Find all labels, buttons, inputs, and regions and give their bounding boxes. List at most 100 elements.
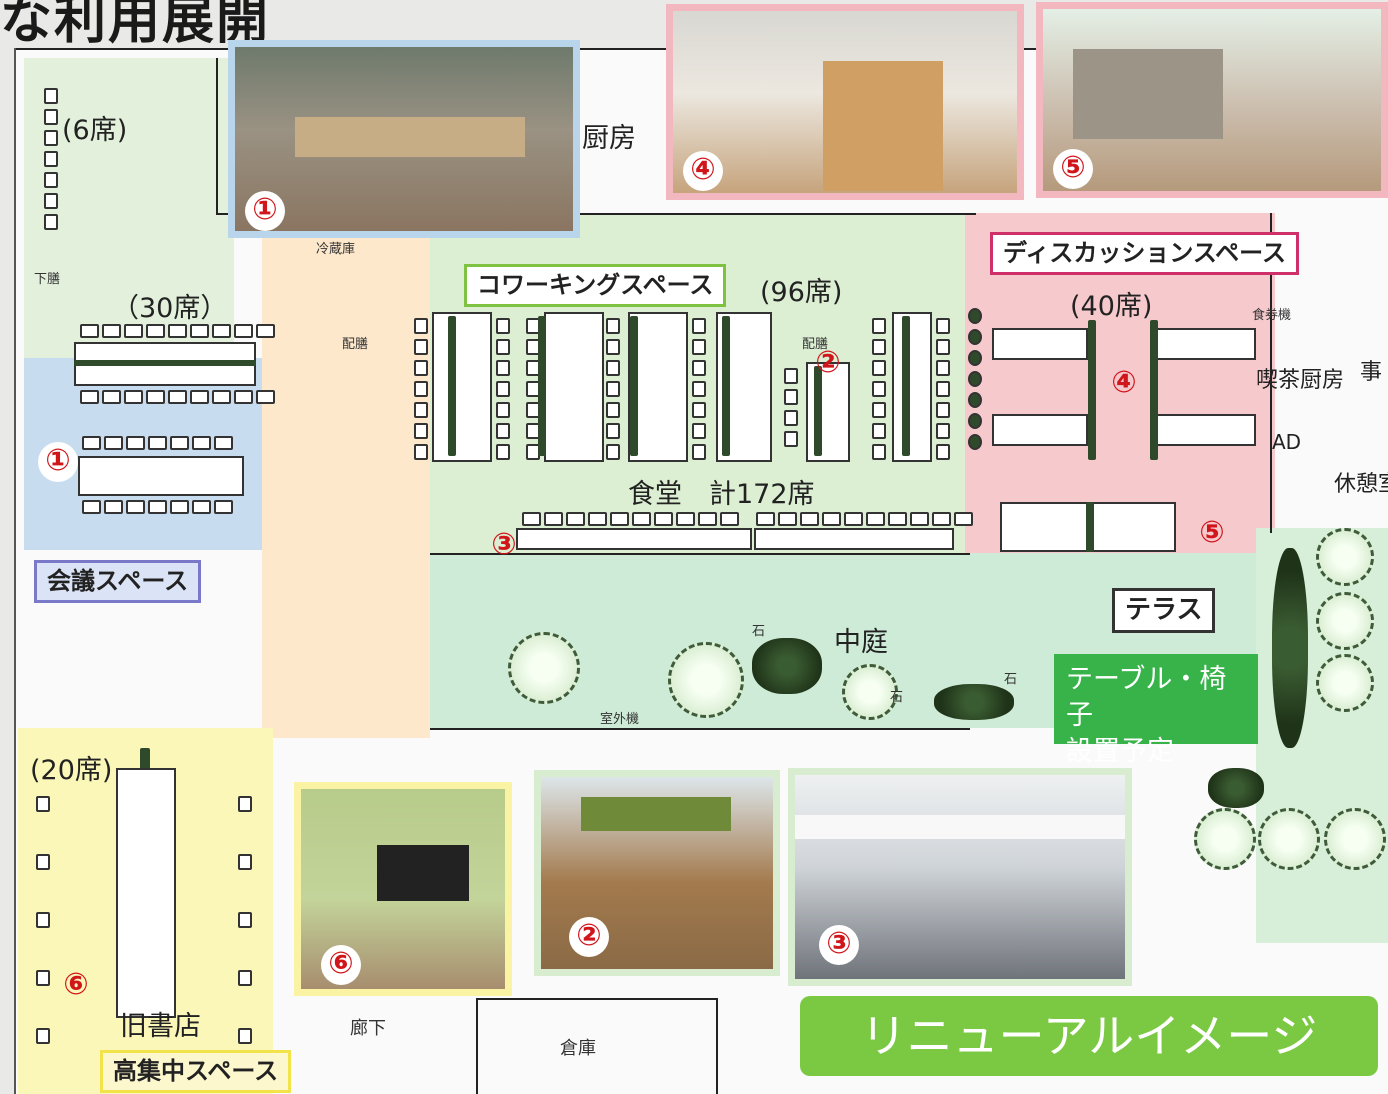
bush — [1272, 548, 1308, 748]
hedge — [1088, 320, 1096, 460]
tree — [1316, 592, 1374, 650]
stone-label: 石 — [752, 624, 766, 639]
seat-row — [80, 390, 275, 404]
wall — [476, 998, 478, 1094]
corridor-label: 廊下 — [350, 1018, 386, 1039]
counter-table — [516, 528, 752, 550]
tree — [1194, 808, 1256, 870]
counter-table — [754, 528, 954, 550]
photo-focus-booth: ⑥ — [294, 782, 512, 996]
marker-3: ③ — [819, 925, 859, 965]
marker-2: ② — [569, 917, 609, 957]
west-corridor-zone — [262, 223, 430, 738]
meeting-table — [78, 456, 244, 496]
seat-row — [82, 500, 233, 514]
seat-count-20: (20席) — [30, 755, 113, 786]
discussion-table — [992, 414, 1088, 446]
planter-column — [968, 308, 982, 450]
wall — [216, 58, 218, 213]
seat-column — [936, 318, 950, 460]
hedge — [814, 366, 822, 456]
tree — [1316, 528, 1374, 586]
space-label-meeting: 会議スペース — [34, 560, 202, 603]
stone-label: 石 — [890, 690, 904, 705]
desk-block — [432, 312, 492, 462]
photo-meeting: ① — [228, 40, 580, 238]
discussion-table — [1156, 414, 1256, 446]
booth-illustration — [1073, 49, 1223, 139]
seat-count-40: (40席) — [1070, 291, 1153, 322]
marker-5: ⑤ — [1199, 515, 1225, 550]
planter-illustration — [823, 61, 943, 191]
hedge — [722, 316, 730, 456]
cafe-kitchen-label: 喫茶厨房 — [1256, 368, 1345, 393]
planter-illustration — [581, 797, 731, 831]
seat-column — [36, 796, 50, 1044]
tree — [842, 664, 898, 720]
tree — [1324, 808, 1386, 870]
hedge — [630, 316, 638, 456]
wall — [476, 998, 716, 1000]
seat-column — [44, 88, 58, 230]
marker-4: ④ — [1111, 365, 1137, 400]
photo-booth: ⑤ — [1036, 2, 1388, 198]
renewal-image-label: リニューアルイメージ — [800, 996, 1378, 1076]
bush — [1208, 768, 1264, 808]
discussion-table — [1156, 328, 1256, 360]
food-ticket-label: 食券機 — [1252, 308, 1292, 323]
space-label-coworking: コワーキングスペース — [464, 264, 727, 307]
seat-count-6: (6席) — [62, 115, 128, 146]
seat-column — [414, 318, 428, 460]
seat-column — [692, 318, 706, 460]
space-label-focus: 高集中スペース — [100, 1050, 292, 1093]
focus-desk-column — [116, 768, 176, 1018]
table-illustration — [295, 117, 525, 157]
desk-block — [892, 312, 932, 462]
tree — [668, 642, 744, 718]
seat-column — [606, 318, 620, 460]
bush — [934, 684, 1014, 720]
discussion-table — [992, 328, 1088, 360]
seat-column — [872, 318, 886, 460]
hedge — [1086, 502, 1094, 552]
marker-6: ⑥ — [321, 945, 361, 985]
marker-4: ④ — [683, 151, 723, 191]
seat-count-30: （30席） — [112, 293, 228, 324]
space-label-discussion: ディスカッションスペース — [990, 232, 1299, 275]
hedge — [902, 316, 910, 456]
marker-1: ① — [38, 442, 78, 482]
terrace-note-line-1: テーブル・椅子 — [1066, 664, 1227, 731]
terrace-note-line-2: 設置予定 — [1066, 736, 1174, 767]
tree — [1316, 654, 1374, 712]
serving-label: 配膳 — [802, 337, 829, 352]
tree — [1258, 808, 1320, 870]
kitchen-label: 厨房 — [582, 123, 636, 154]
storage-label: 倉庫 — [560, 1038, 596, 1059]
outdoor-unit-label: 室外機 — [600, 712, 640, 727]
hedge — [74, 360, 256, 366]
seat-row — [80, 324, 275, 338]
desk-block — [628, 312, 688, 462]
tree — [508, 632, 580, 704]
wall — [430, 728, 970, 730]
seat-column — [526, 318, 540, 460]
marker-5: ⑤ — [1053, 149, 1093, 189]
office-label: 事 — [1360, 360, 1383, 385]
photo-discussion-table: ④ — [666, 4, 1024, 200]
wall — [716, 998, 718, 1094]
marker-2: ② — [815, 345, 841, 380]
marker-3: ③ — [491, 527, 517, 562]
ad-label: AD — [1272, 430, 1302, 454]
counter-seats — [522, 512, 739, 526]
photo-coworking-table: ② — [534, 770, 780, 976]
hedge — [538, 316, 546, 456]
page-title: な利用展開 — [0, 0, 271, 51]
desk-block — [806, 362, 850, 462]
wall — [1270, 213, 1272, 533]
wall — [216, 213, 976, 215]
monitor-illustration — [377, 845, 469, 901]
seat-count-96: (96席) — [760, 277, 843, 308]
old-bookstore-label: 旧書店 — [120, 1011, 201, 1042]
hedge — [448, 316, 456, 456]
floor-plan: (6席) 下膳 （30席） ① 会議スペース 冷蔵庫 配膳 配膳 コワーキングス… — [14, 48, 1388, 1094]
